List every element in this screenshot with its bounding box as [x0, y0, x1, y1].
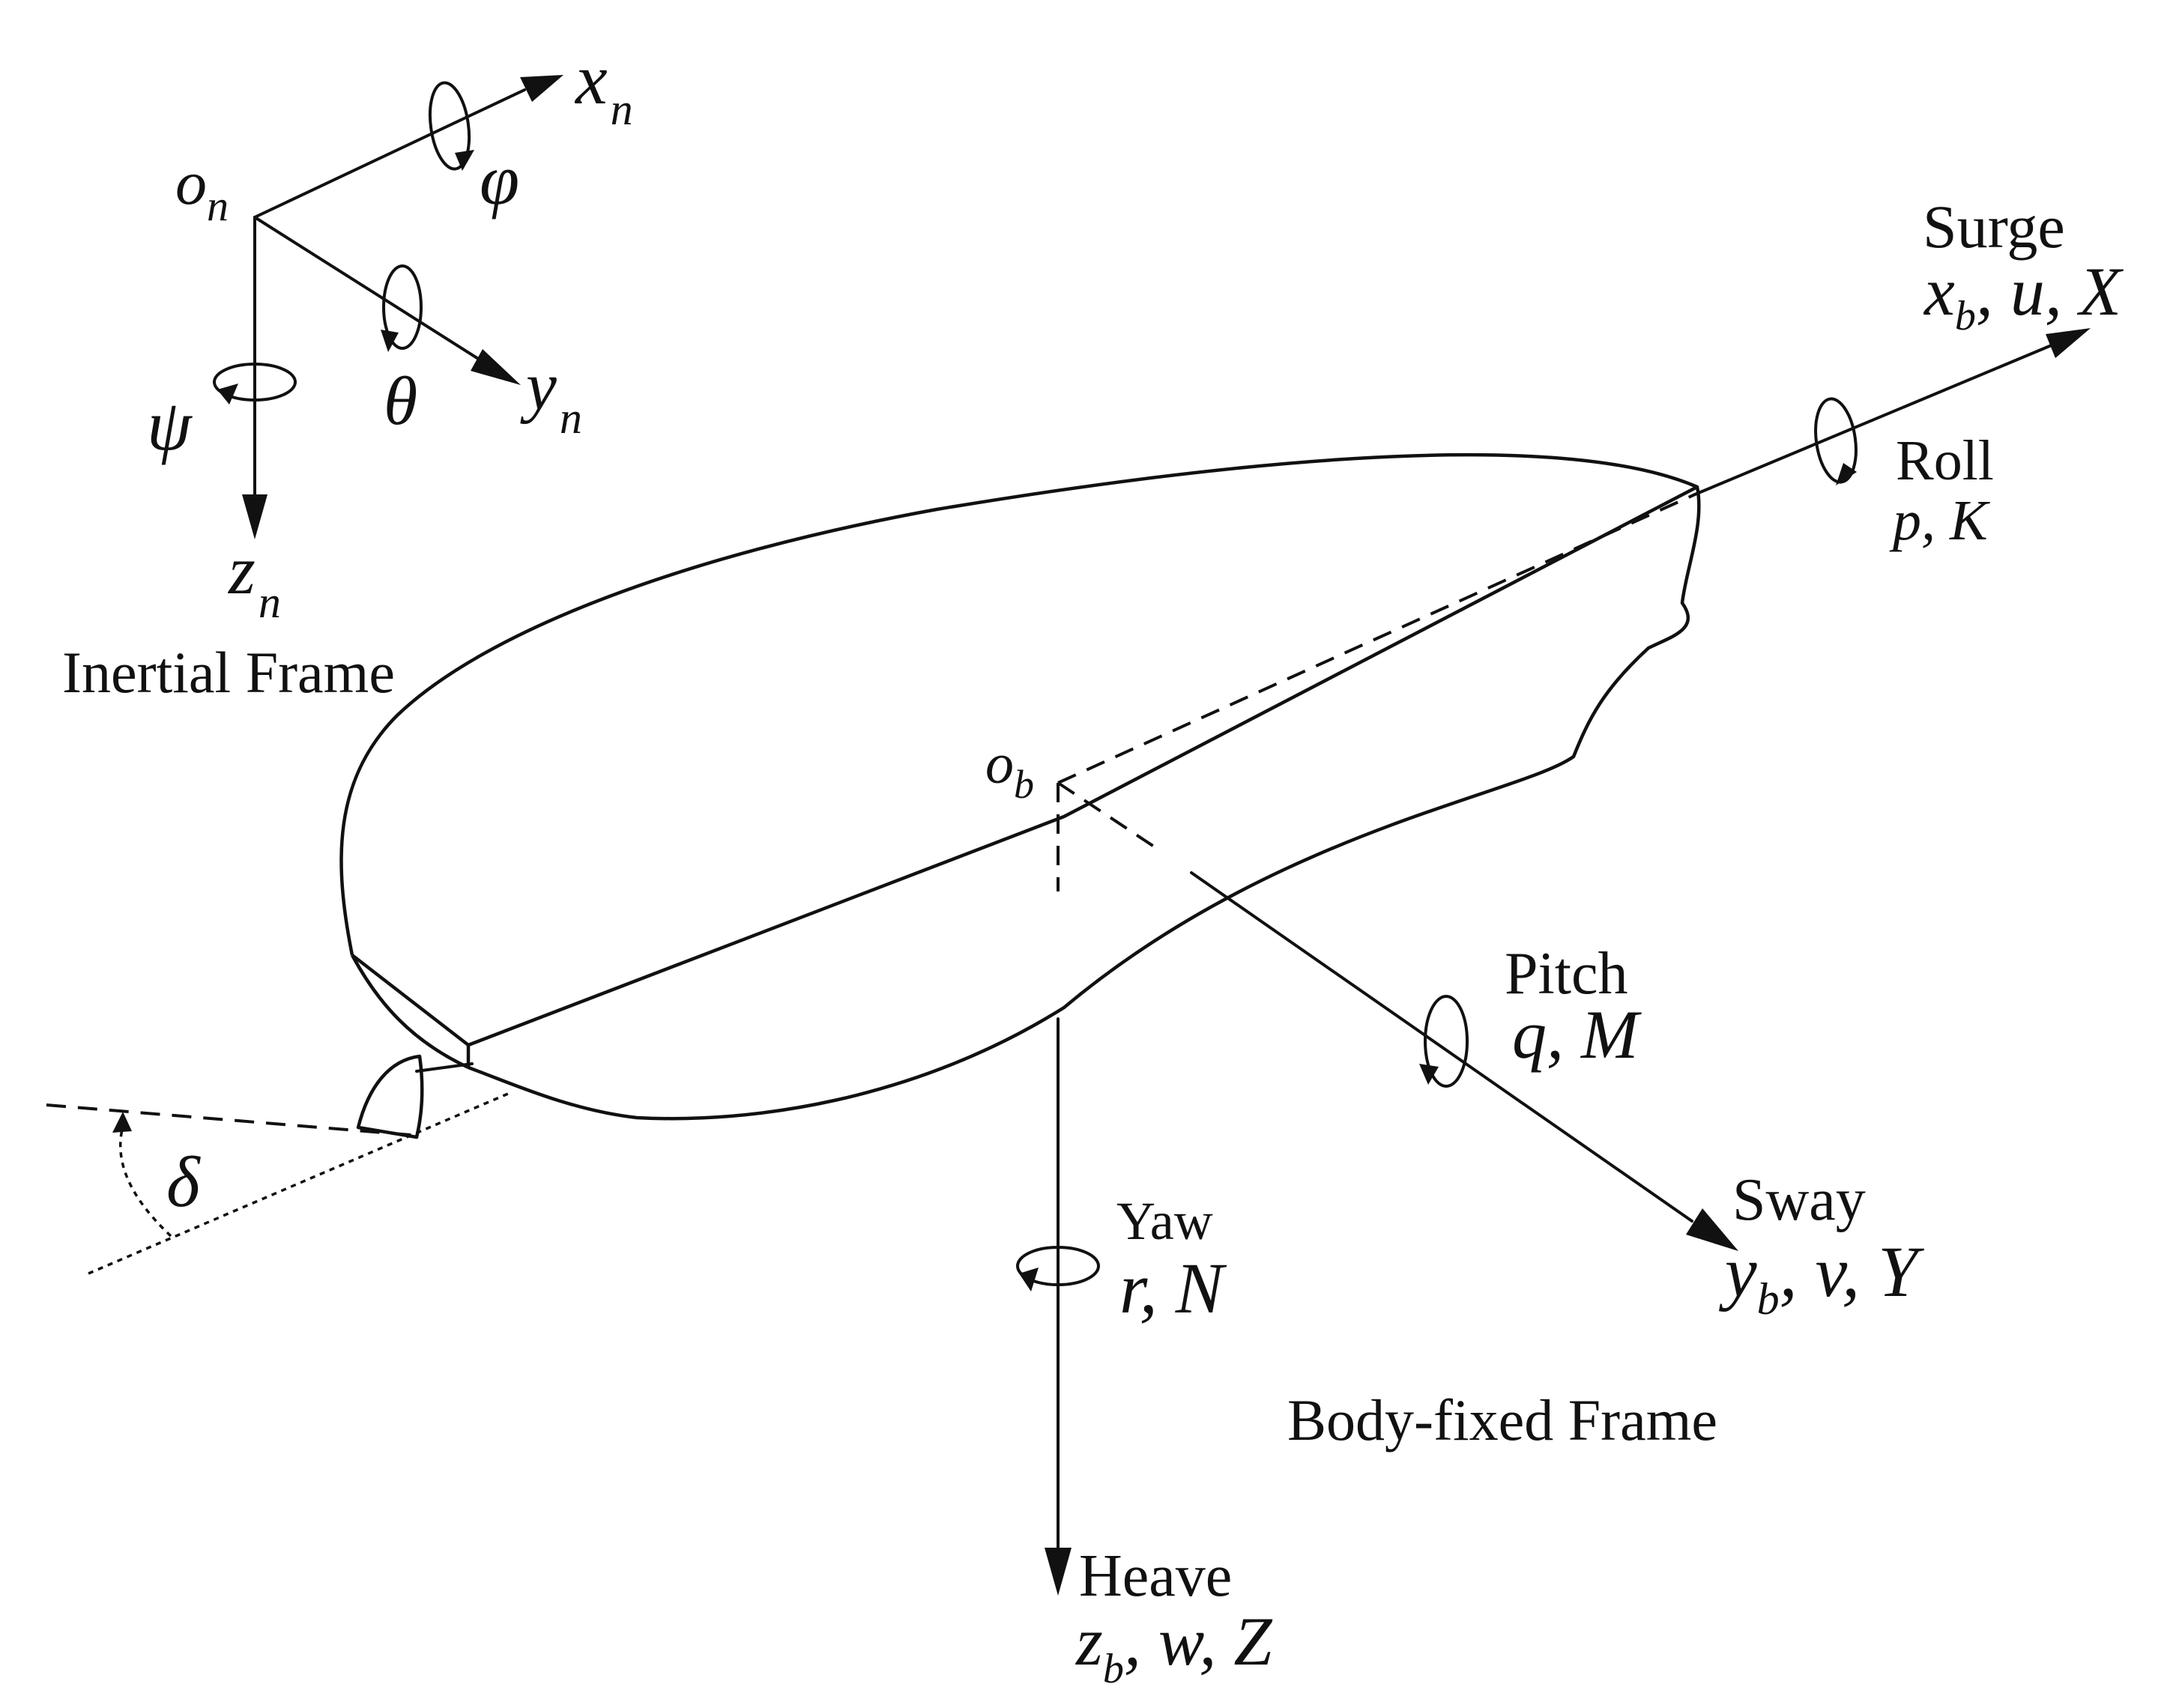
- rudder: [356, 1054, 424, 1139]
- surge-vars-label: xb, u, X: [1923, 253, 2124, 339]
- inertial-roll-angle-label: φ: [480, 139, 519, 219]
- body-z-arrowhead: [1045, 1548, 1072, 1596]
- inertial-frame-caption: Inertial Frame: [62, 640, 395, 705]
- inertial-y-label: yn: [520, 348, 582, 443]
- body-x-axis: [1693, 343, 2055, 496]
- inertial-x-label: xn: [574, 39, 633, 134]
- body-pitch-ring-arrowhead: [1419, 1064, 1439, 1085]
- inertial-roll-ring-arrowhead: [455, 150, 474, 171]
- ship-hull: [339, 452, 1701, 1139]
- rudder-angle-label: δ: [166, 1142, 201, 1222]
- rudder-angle-arrowhead: [112, 1112, 132, 1133]
- pitch-vars-label: q, M: [1512, 996, 1642, 1073]
- inertial-y-arrowhead: [471, 349, 521, 385]
- heave-vars-label: zb, w, Z: [1075, 1603, 1272, 1692]
- body-y-axis-hidden: [1057, 781, 1155, 848]
- body-x-arrowhead: [2046, 328, 2091, 358]
- inertial-pitch-angle-label: θ: [384, 363, 417, 439]
- body-pitch-ring: [1424, 995, 1469, 1088]
- hull-stern-contour: [351, 954, 469, 1070]
- hull-deck-outline: [339, 452, 1701, 1121]
- body-x-axis-hidden: [1057, 493, 1696, 784]
- heave-name-label: Heave: [1079, 1543, 1232, 1609]
- propeller-shaft: [415, 1062, 474, 1073]
- body-roll-ring-arrowhead: [1836, 463, 1857, 485]
- inertial-x-axis: [253, 88, 526, 219]
- yaw-vars-label: r, N: [1119, 1248, 1227, 1328]
- yaw-name-label: Yaw: [1116, 1191, 1213, 1251]
- surge-name-label: Surge: [1923, 193, 2065, 261]
- body-yaw-ring-arrowhead: [1019, 1268, 1039, 1291]
- body-y-arrowhead: [1686, 1208, 1738, 1251]
- body-y-axis: [1190, 871, 1693, 1223]
- inertial-pitch-ring-arrowhead: [381, 330, 399, 352]
- pitch-name-label: Pitch: [1505, 941, 1628, 1007]
- body-frame-caption: Body-fixed Frame: [1287, 1387, 1717, 1453]
- inertial-z-label: zn: [227, 532, 281, 627]
- body-yaw-ring: [1016, 1246, 1100, 1286]
- body-origin-label: ob: [985, 733, 1034, 807]
- rudder-angle-arc: [118, 1123, 172, 1238]
- inertial-y-axis: [253, 216, 481, 361]
- inertial-origin-label: on: [175, 148, 229, 230]
- inertial-yaw-ring: [213, 363, 297, 402]
- body-fixed-frame: ob Surge xb, u, X Roll p, K Pitch q, M S…: [46, 193, 2124, 1692]
- inertial-frame: on xn yn zn φ θ ψ Inertial Frame: [62, 39, 633, 705]
- inertial-yaw-ring-arrowhead: [217, 384, 238, 405]
- sway-name-label: Sway: [1732, 1167, 1866, 1233]
- inertial-yaw-angle-label: ψ: [147, 385, 193, 465]
- inertial-x-arrowhead: [520, 75, 563, 102]
- inertial-roll-ring: [428, 81, 471, 171]
- inertial-z-arrowhead: [242, 494, 268, 539]
- roll-vars-label: p, K: [1889, 489, 1990, 552]
- sway-vars-label: yb, v, Y: [1718, 1232, 1924, 1324]
- roll-name-label: Roll: [1896, 429, 1994, 492]
- inertial-pitch-ring: [382, 264, 423, 350]
- body-roll-ring: [1814, 397, 1858, 484]
- rudder-deflection-line: [88, 1092, 509, 1275]
- hull-waterline: [351, 485, 1699, 1047]
